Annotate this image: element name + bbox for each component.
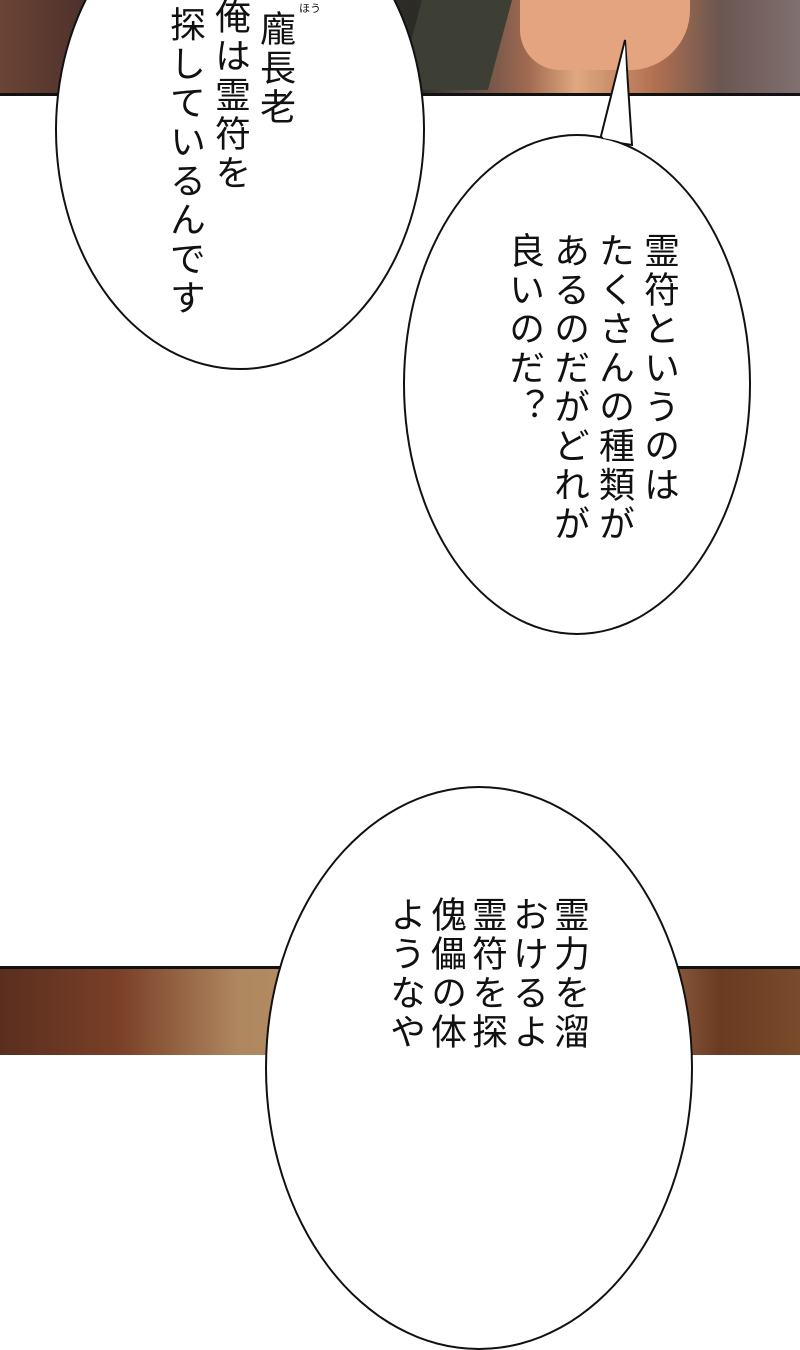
- bubble-bottom-text: 霊力を溜 おけるよう 霊符を探 傀儡の体内 ようなや: [360, 890, 640, 1052]
- bubble-bottom-line-4: 傀儡の体内: [425, 896, 466, 1052]
- bubble-middle-line-4: 良いのだ？: [503, 232, 544, 427]
- bubble-middle-line-2: たくさんの種類が: [593, 232, 634, 544]
- bubble-middle-line-1: 霊符というのは: [638, 232, 679, 505]
- bubble-top-line-2: 俺は霊符を: [209, 0, 250, 193]
- bubble-top-line-3: 探しているんです: [164, 6, 205, 318]
- bubble-middle-line-3: あるのだがどれが: [548, 232, 589, 544]
- speech-bubble-bottom: [265, 786, 693, 1350]
- bubble-bottom-line-5: ようなや: [384, 896, 425, 1052]
- bubble-bottom-line-2: おけるよう: [507, 896, 548, 1052]
- bubble-bottom-line-1: 霊力を溜: [548, 896, 589, 1052]
- character-skin: [520, 0, 690, 70]
- speech-bubble-tail-fill: [603, 44, 629, 143]
- speech-bubble-middle: [403, 134, 751, 635]
- ruby-annotation: ほう: [299, 2, 321, 15]
- bubble-bottom-line-3: 霊符を探: [466, 896, 507, 1052]
- bubble-top-line-1: 龐長老: [254, 10, 295, 127]
